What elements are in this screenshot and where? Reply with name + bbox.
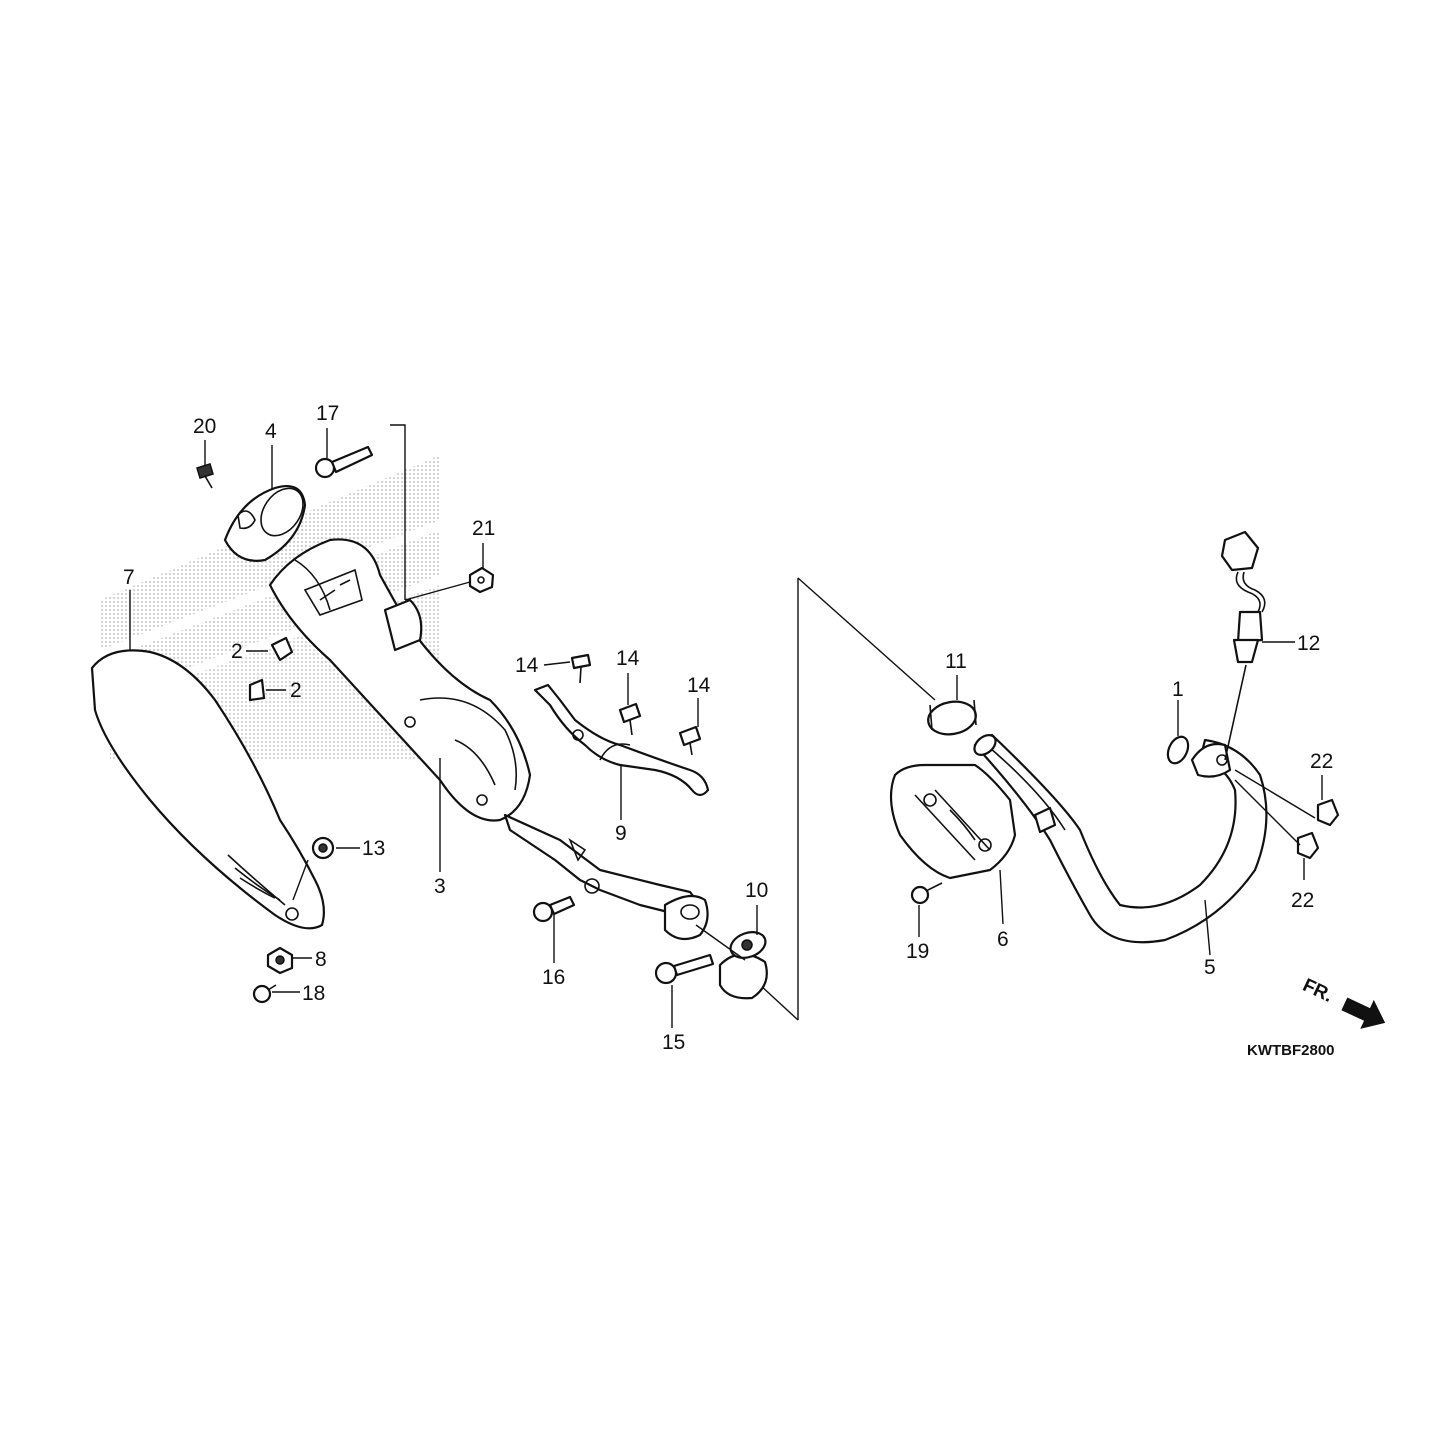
callout-14-b: 14 <box>616 647 640 670</box>
callout-labels: 20 4 17 21 7 2 2 14 14 14 11 12 1 22 22 … <box>123 402 1333 1054</box>
tail-cap-part <box>223 484 307 562</box>
separator-lines <box>390 424 936 1021</box>
callout-17: 17 <box>316 402 339 425</box>
clamp-part <box>718 931 768 1000</box>
callout-20: 20 <box>193 415 216 438</box>
heat-shield-part <box>889 763 1017 880</box>
callout-2-upper: 2 <box>231 640 243 663</box>
screw-19 <box>910 882 943 905</box>
leader-lines <box>129 428 1323 1028</box>
grommet-2b <box>248 678 266 702</box>
bolt-15 <box>654 953 715 985</box>
bolt-14a <box>570 653 592 684</box>
callout-4: 4 <box>265 420 277 443</box>
sealing-ring-part <box>1166 735 1190 765</box>
bolt-16 <box>532 895 576 923</box>
callout-1: 1 <box>1172 678 1184 701</box>
exhaust-pipe-part <box>973 733 1268 944</box>
callout-7: 7 <box>123 566 135 589</box>
nut-21 <box>468 566 495 594</box>
callout-14-c: 14 <box>687 674 711 697</box>
muffler-protector-part <box>90 649 325 930</box>
callout-13: 13 <box>362 837 385 860</box>
callout-2-lower: 2 <box>290 679 302 702</box>
bolt-18 <box>252 984 277 1004</box>
bolt-17 <box>314 445 374 479</box>
bolt-14c <box>678 725 702 756</box>
callout-12: 12 <box>1297 632 1320 655</box>
callout-21: 21 <box>472 517 495 540</box>
callout-22-upper: 22 <box>1310 750 1333 773</box>
callout-8: 8 <box>315 948 327 971</box>
callout-18: 18 <box>302 982 325 1005</box>
callout-19: 19 <box>906 940 929 963</box>
callout-9: 9 <box>615 822 627 845</box>
callout-15: 15 <box>662 1031 685 1054</box>
pipe-joint-part <box>663 894 709 941</box>
washer-13 <box>311 836 335 860</box>
bolt-20 <box>196 463 214 489</box>
callout-16: 16 <box>542 966 565 989</box>
oxygen-sensor-part <box>1220 530 1266 761</box>
muffler-body-part <box>268 538 702 917</box>
bracket-part <box>533 683 710 797</box>
callout-14-a: 14 <box>515 654 539 677</box>
diagram-code: KWTBF2800 <box>1247 1042 1335 1059</box>
callout-10: 10 <box>745 879 768 902</box>
cap-nut-upper <box>1316 798 1340 827</box>
callout-11: 11 <box>945 650 967 673</box>
callout-5: 5 <box>1204 956 1216 979</box>
callout-3: 3 <box>434 875 446 898</box>
nut-8 <box>266 946 294 975</box>
gasket-part <box>927 699 977 736</box>
callout-22-lower: 22 <box>1291 889 1314 912</box>
grommet-2a <box>270 636 294 662</box>
bolt-14b <box>618 702 642 736</box>
callout-6: 6 <box>997 928 1009 951</box>
front-direction-indicator: FR. <box>1299 975 1386 1029</box>
front-arrow-icon <box>1341 997 1386 1029</box>
cap-nut-lower <box>1296 831 1320 860</box>
front-direction-label: FR. <box>1299 975 1336 1007</box>
